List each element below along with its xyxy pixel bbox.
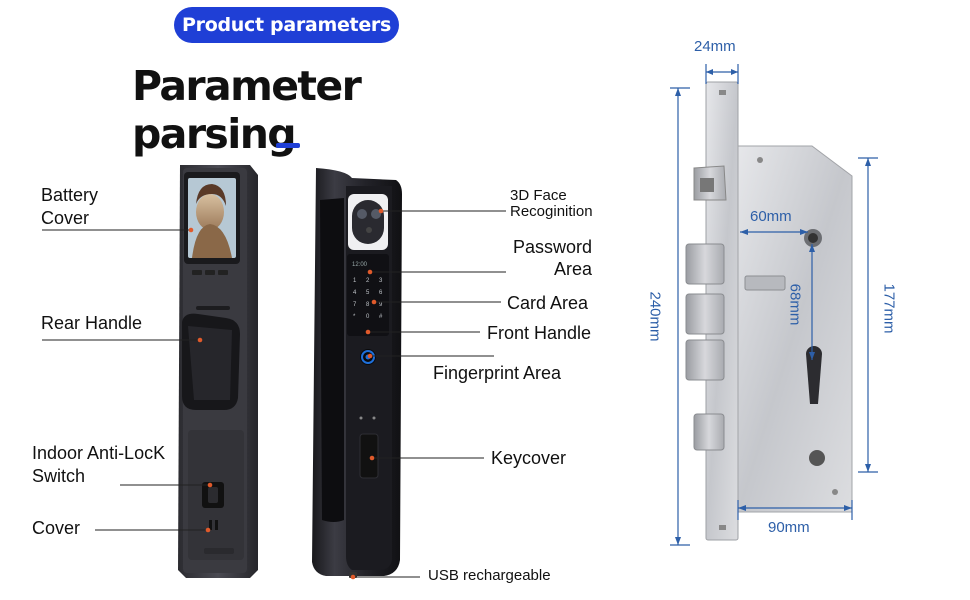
dim-60mm: 60mm [750, 208, 792, 225]
svg-text:4: 4 [353, 290, 357, 296]
product-parameters-pill: Product parameters [174, 7, 399, 43]
page-title: Parameter parsing [132, 62, 362, 158]
label-password-line2: Area [553, 259, 592, 279]
svg-text:1: 1 [353, 278, 357, 284]
svg-text:#: # [379, 314, 383, 320]
right-leader-lines [350, 208, 506, 580]
svg-text:12:00: 12:00 [352, 262, 368, 268]
bolt-1 [685, 243, 725, 285]
label-rear-handle: Rear Handle [41, 313, 143, 333]
label-battery-cover-line2: Cover [41, 208, 90, 228]
svg-text:*: * [353, 314, 356, 320]
dim-90mm: 90mm [768, 519, 810, 536]
mortise-lock-body [685, 81, 853, 541]
label-usb-rechargeable: USB rechargeable [428, 567, 551, 584]
svg-text:7: 7 [353, 302, 357, 308]
label-keycover: Keycover [491, 448, 567, 468]
svg-text:3: 3 [379, 278, 383, 284]
dim-240mm: 240mm [646, 291, 664, 342]
dimension-arrowheads [675, 69, 871, 545]
svg-text:5: 5 [366, 290, 370, 296]
front-lock-unit: 12:00 1 2 3 4 5 6 7 8 9 * 0 # [312, 168, 402, 578]
svg-text:6: 6 [379, 290, 383, 296]
label-front-handle: Front Handle [487, 323, 592, 343]
label-3d-face-line1: 3D Face [510, 187, 567, 204]
label-indoor-switch-line1: Indoor Anti-LocK [32, 443, 166, 463]
label-3d-face-line2: Recoginition [510, 203, 593, 220]
title-underline-dash [276, 143, 300, 148]
label-battery-cover-line1: Battery [41, 185, 99, 205]
left-leader-lines [42, 227, 213, 533]
label-fingerprint-area: Fingerprint Area [433, 363, 562, 383]
label-indoor-switch-line2: Switch [32, 466, 86, 486]
svg-text:8: 8 [366, 302, 370, 308]
label-card-area: Card Area [507, 293, 589, 313]
label-password-line1: Password [512, 237, 592, 257]
pill-label: Product parameters [182, 14, 391, 36]
svg-text:9: 9 [379, 302, 383, 308]
bolt-2 [685, 293, 725, 335]
dim-68mm: 68mm [786, 283, 804, 326]
label-cover: Cover [32, 518, 81, 538]
svg-text:0: 0 [366, 314, 370, 320]
rear-lock-unit [178, 165, 258, 578]
dim-177mm: 177mm [880, 283, 898, 334]
bolt-3 [685, 339, 725, 381]
key-cover [359, 433, 379, 479]
keypad-area [347, 254, 389, 336]
svg-text:2: 2 [366, 278, 370, 284]
dim-24mm: 24mm [694, 38, 736, 55]
